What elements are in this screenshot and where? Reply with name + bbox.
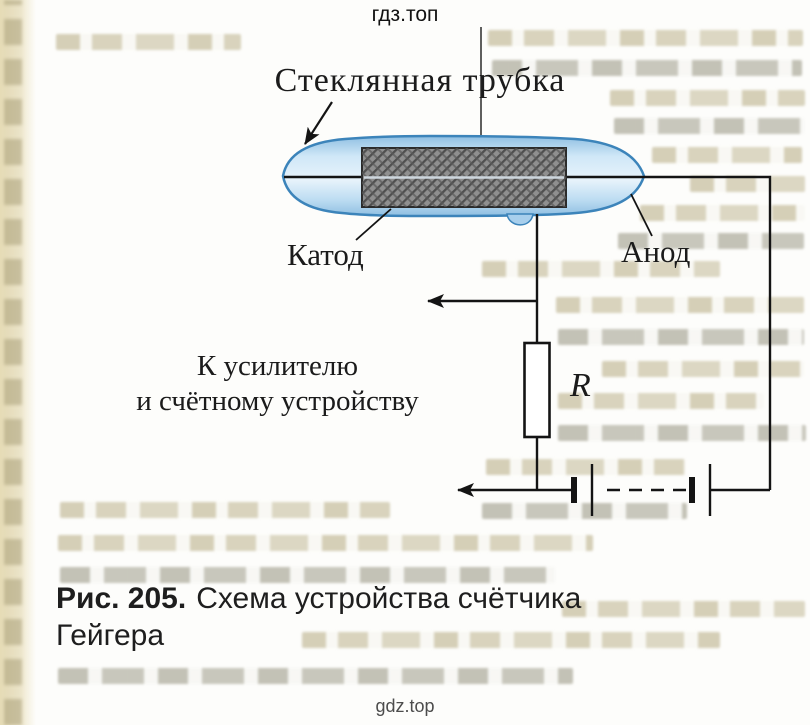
output-device-label-line2: и счётному устройству <box>136 385 419 417</box>
cathode-label: Катод <box>287 237 364 272</box>
bleedthrough-line <box>614 118 804 134</box>
glass-drip <box>506 213 534 226</box>
bleedthrough-line <box>492 60 802 76</box>
tube-label-arrow <box>304 101 333 145</box>
bleedthrough-line <box>562 601 805 617</box>
figure-caption: Рис. 205. Схема устройства счётчика Гейге… <box>56 580 581 654</box>
bleedthrough-line <box>60 567 555 583</box>
cathode-label-line <box>355 208 392 241</box>
watermark-top: гдз.топ <box>371 3 439 26</box>
output-device-label-line1: К усилителю <box>196 350 359 382</box>
bleedthrough-line <box>482 261 720 277</box>
bleedthrough-line <box>302 632 720 648</box>
caption-title: Схема устройства счётчика <box>196 582 582 615</box>
output-device-label: К усилителю и счётному устройству <box>50 349 505 419</box>
glass-tube-label: Стеклянная трубка <box>274 62 566 99</box>
anode-label-line <box>630 193 653 237</box>
gutter-ghost-text <box>4 0 22 725</box>
bleedthrough-line <box>556 297 804 313</box>
resistor <box>523 341 551 439</box>
bleedthrough-line <box>652 147 802 163</box>
bleedthrough-line <box>558 393 764 409</box>
anode-label: Анод <box>621 234 691 269</box>
bleedthrough-line <box>56 34 241 50</box>
watermark-bottom: gdz.top <box>375 696 435 716</box>
bleedthrough-line <box>690 176 805 192</box>
caption-line1: Рис. 205. Схема устройства счётчика <box>56 580 581 617</box>
page-gutter-strip <box>0 0 36 725</box>
bleedthrough-line <box>60 502 390 518</box>
bleedthrough-line <box>618 233 804 249</box>
caption-line2: Гейгера <box>56 619 165 652</box>
bleedthrough-line <box>482 503 687 519</box>
resistor-label: R <box>570 367 591 404</box>
bleedthrough-line <box>610 90 805 106</box>
bleedthrough-line <box>58 535 593 551</box>
bleedthrough-line <box>488 30 803 46</box>
bleedthrough-line <box>58 668 573 684</box>
bleedthrough-line <box>558 425 806 441</box>
bleedthrough-line <box>640 205 805 221</box>
caption-number: Рис. 205. <box>56 582 187 615</box>
bleedthrough-line <box>558 329 804 345</box>
bleedthrough-line <box>602 361 804 377</box>
